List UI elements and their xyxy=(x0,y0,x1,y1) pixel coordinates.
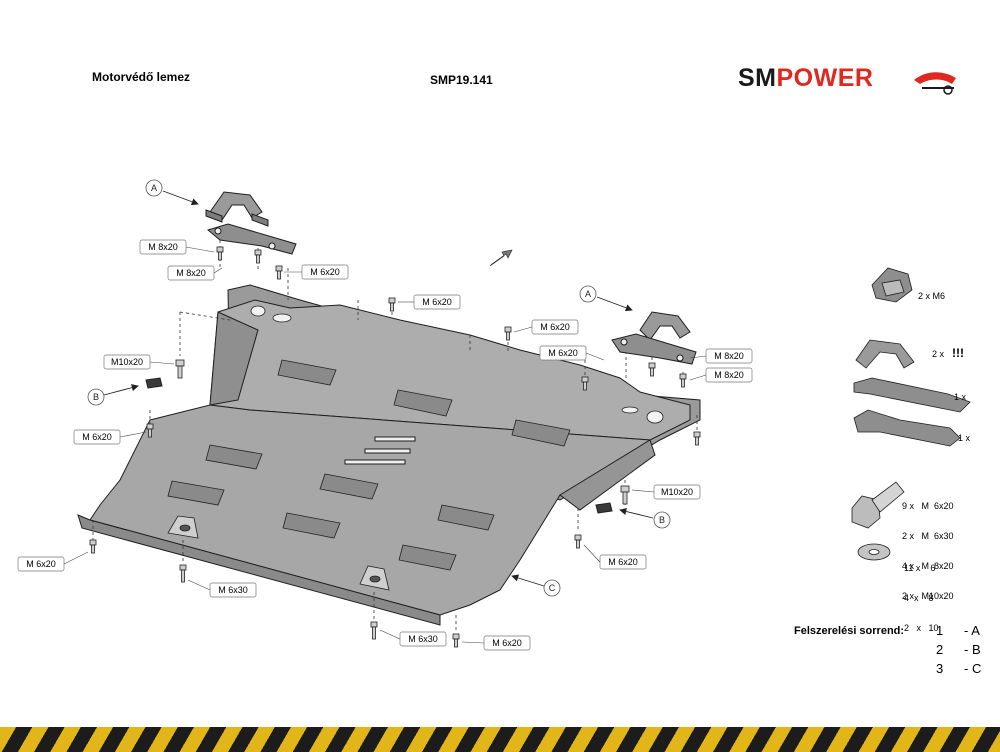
label-m6x30-bottom: M 6x30 xyxy=(218,585,248,595)
diagram-title: Motorvédő lemez xyxy=(92,70,191,84)
label-leaders xyxy=(63,246,707,644)
kit-clip-qty: 2 x M6 xyxy=(918,291,946,301)
label-m8x20-right2: M 8x20 xyxy=(714,370,744,380)
kit-bolt-line: 9 x M 6x20 xyxy=(902,501,954,511)
install-order-step: 2 xyxy=(936,642,944,657)
smpower-logo: SMPOWER xyxy=(738,62,960,100)
plate-vents xyxy=(167,359,571,571)
mounting-bosses xyxy=(167,515,390,591)
logo-swoosh-icon xyxy=(914,72,956,95)
install-order-row: 1 - A xyxy=(936,623,980,638)
label-m6x20-mid2: M 6x20 xyxy=(548,348,578,358)
kit-bolt-line: 2 x M 6x30 xyxy=(902,531,954,541)
install-order-row: 3 - C xyxy=(936,661,981,676)
bracket-left xyxy=(205,191,297,255)
kit-washer-icon xyxy=(857,543,891,561)
install-order-row: 2 - B xyxy=(936,642,981,657)
kit-bolt-line: 2 x M10x20 xyxy=(902,591,954,601)
label-m6x20-top: M 6x20 xyxy=(310,267,340,277)
kit-bolt-line: 4 x M 8x20 xyxy=(902,561,954,571)
install-order-step: 1 xyxy=(936,623,944,638)
kit-washer-line: 2 x 10 xyxy=(904,623,939,633)
label-m10x20-right: M10x20 xyxy=(661,487,693,497)
install-order-part: - B xyxy=(964,642,981,657)
clips xyxy=(145,377,613,514)
label-m8x20-top2: M 8x20 xyxy=(176,268,206,278)
kit-strap-2 xyxy=(853,409,961,447)
install-order-step: 3 xyxy=(936,661,944,676)
plate-holes xyxy=(250,305,664,424)
label-m10x20-left: M10x20 xyxy=(111,357,143,367)
install-order-title: Felszerelési sorrend: xyxy=(794,625,905,637)
install-order-part: - C xyxy=(964,661,982,676)
kit-clip-nut xyxy=(871,267,913,303)
label-m6x30-bottom-center: M 6x30 xyxy=(408,634,438,644)
callout-b-right: B xyxy=(659,515,665,525)
kit-bolt-list: 9 x M 6x20 2 x M 6x30 4 x M 8x20 2 x M10… xyxy=(902,481,954,611)
callout-b-left: B xyxy=(93,392,99,402)
callout-arrows xyxy=(103,190,654,587)
kit-bracket-warning: !!! xyxy=(952,346,964,360)
kit-strap2-qty: 1 x xyxy=(958,433,971,443)
bolts xyxy=(89,246,701,648)
kit-washer-list: 11 x 6 4 x 8 2 x 10 xyxy=(904,543,939,643)
callout-c: C xyxy=(549,583,556,593)
label-m6x20-mid: M 6x20 xyxy=(540,322,570,332)
label-m6x20-top2: M 6x20 xyxy=(422,297,452,307)
kit-strap1-qty: 1 x xyxy=(954,392,967,402)
bracket-right xyxy=(611,311,697,365)
label-m6x20-left: M 6x20 xyxy=(82,432,112,442)
label-m8x20-right1: M 8x20 xyxy=(714,351,744,361)
front-arrow-icon xyxy=(489,249,513,267)
callout-a-right: A xyxy=(585,289,591,299)
kit-strap-1 xyxy=(853,377,971,413)
kit-washer-line: 11 x 6 xyxy=(904,563,936,573)
label-m6x20-bottom-left: M 6x20 xyxy=(26,559,56,569)
kit-bracket xyxy=(855,339,915,369)
product-code: SMP19.141 xyxy=(430,73,493,87)
install-order-part: - A xyxy=(964,623,980,638)
logo-text-sm: SM xyxy=(738,64,777,92)
logo-text-power: POWER xyxy=(776,64,874,92)
hazard-stripe-footer xyxy=(0,727,1000,752)
label-m8x20-top1: M 8x20 xyxy=(148,242,178,252)
skid-plate xyxy=(77,284,701,626)
label-m6x20-bottom-center: M 6x20 xyxy=(492,638,522,648)
kit-bracket-qty: 2 x xyxy=(932,349,945,359)
kit-bolt-icon xyxy=(851,481,905,529)
callout-a-left: A xyxy=(151,183,157,193)
callouts xyxy=(87,179,671,597)
kit-washer-line: 4 x 8 xyxy=(904,593,934,603)
label-m6x20-bottom-right: M 6x20 xyxy=(608,557,638,567)
